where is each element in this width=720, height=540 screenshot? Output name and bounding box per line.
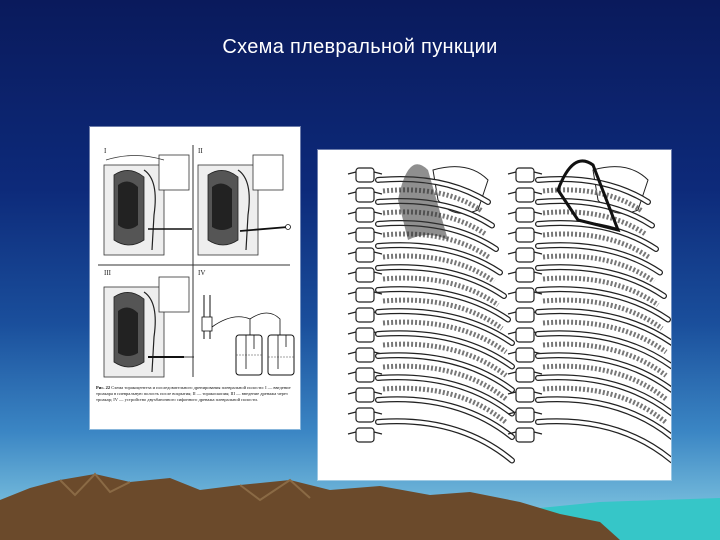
intercostal-tissue (542, 253, 656, 284)
thoracentesis-diagram-icon: I II III IV (98, 145, 295, 378)
intercostal-tissue (382, 253, 496, 284)
vertebra (355, 287, 375, 303)
intercostal-tissue (542, 209, 648, 237)
vertebra (515, 427, 535, 443)
panel-label-4: IV (198, 269, 205, 277)
figure-caption: Рис. 22 Схема торакоцентеза и последоват… (96, 385, 292, 403)
rib-cage-figure (318, 150, 671, 480)
vertebra (355, 347, 375, 363)
rib-cage-pleura-diagram-icon (347, 159, 671, 464)
intercostal-tissue (542, 363, 668, 401)
mountain-shape (0, 474, 620, 540)
intercostal-tissue (542, 385, 668, 425)
panel-label-2: II (198, 147, 203, 155)
vertebra (515, 347, 535, 363)
vertebra (515, 307, 535, 323)
vertebra (515, 207, 535, 223)
intercostal-tissue (542, 187, 644, 214)
vertebra (355, 367, 375, 383)
vertebra (515, 267, 535, 283)
vertebra (515, 227, 535, 243)
intercostal-tissue (542, 275, 660, 308)
intercostal-tissue (382, 297, 504, 331)
panel-label-1: I (104, 147, 107, 155)
vertebra (355, 207, 375, 223)
pleura-apex (556, 159, 621, 233)
panel-label-3: III (104, 269, 112, 277)
vertebra (515, 287, 535, 303)
intercostal-tissue (382, 341, 508, 378)
vertebra (355, 327, 375, 343)
vertebra (515, 187, 535, 203)
intercostal-tissue (382, 319, 508, 355)
intercostal-tissue (542, 297, 664, 331)
vertebra (355, 407, 375, 423)
vertebra (355, 307, 375, 323)
pleura-apex (398, 164, 448, 240)
vertebra (515, 407, 535, 423)
thoracentesis-figure: I II III IV Рис. 22 Схема торакоцентеза … (90, 127, 300, 429)
intercostal-tissue (542, 231, 652, 261)
caption-text: Схема торакоцентеза и последовательного … (96, 385, 291, 402)
intercostal-tissue (382, 187, 484, 214)
landscape-decoration (0, 472, 720, 540)
vertebra (355, 167, 375, 183)
intercostal-tissue (382, 363, 508, 401)
vertebra (355, 187, 375, 203)
vertebra (355, 427, 375, 443)
vertebra (515, 327, 535, 343)
intercostal-tissue (542, 341, 668, 378)
intercostal-tissue (542, 319, 668, 355)
vertebra (355, 267, 375, 283)
intercostal-tissue (382, 231, 492, 261)
vertebra (515, 367, 535, 383)
slide-title: Схема плевральной пункции (222, 36, 498, 58)
vertebra (515, 387, 535, 403)
vertebra (515, 247, 535, 263)
vertebra (515, 167, 535, 183)
intercostal-tissue (382, 385, 508, 425)
intercostal-tissue (382, 275, 500, 308)
vertebra (355, 227, 375, 243)
vertebra (355, 387, 375, 403)
caption-label: Рис. 22 (96, 385, 111, 390)
vertebra (355, 247, 375, 263)
